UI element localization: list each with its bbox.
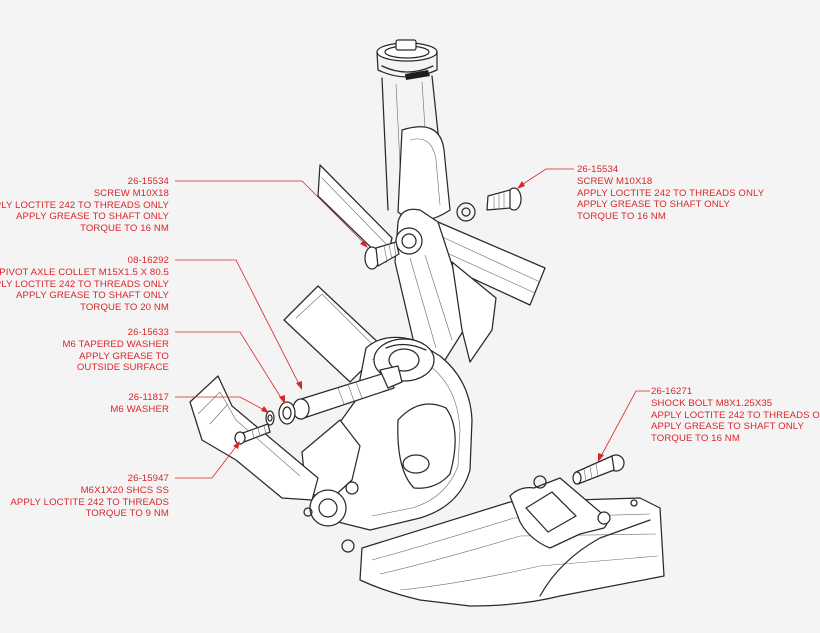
leader-lines	[175, 168, 650, 479]
instruction: APPLY GREASE TO SHAFT ONLY	[577, 199, 730, 211]
shcs-part	[234, 423, 271, 445]
callout-tapered-washer: 26-15633 M6 TAPERED WASHER APPLY GREASE …	[62, 327, 169, 374]
arrow-tapered-washer	[279, 395, 285, 404]
part-number: 26-11817	[128, 392, 169, 403]
callout-shcs: 26-15947 M6X1X20 SHCS SS APPLY LOCTITE 2…	[10, 473, 169, 520]
torque-spec: TORQUE TO 16 NM	[80, 223, 169, 235]
leader-shock-bolt	[599, 390, 650, 459]
part-description: M6 WASHER	[110, 403, 169, 415]
torque-spec: TORQUE TO 16 NM	[651, 433, 740, 445]
instruction: APPLY LOCTITE 242 TO THREADS ONLY	[651, 409, 820, 421]
leader-tapered-washer	[175, 331, 284, 402]
part-description: SCREW M10X18	[93, 187, 169, 199]
callout-screw-top-left: 26-15534 SCREW M10X18 APPLY LOCTITE 242 …	[0, 176, 169, 235]
instruction: APPLY GREASE TO SHAFT ONLY	[651, 421, 804, 433]
part-number: 26-15534	[577, 164, 619, 175]
part-number: 26-15534	[127, 176, 169, 187]
part-number: 26-16271	[651, 386, 693, 397]
part-number: 08-16292	[127, 255, 169, 266]
arrow-screw-top-left	[360, 240, 368, 248]
screw-m10x18-right-part	[486, 187, 522, 211]
callout-screw-top-right: 26-15534 SCREW M10X18 APPLY LOCTITE 242 …	[577, 164, 764, 223]
part-description: M6X1X20 SHCS SS	[80, 484, 169, 496]
instruction: APPLY LOCTITE 242 TO THREADS ONLY	[0, 199, 169, 211]
frame-linework	[189, 39, 665, 607]
leader-shcs	[175, 443, 239, 479]
instruction: APPLY LOCTITE 242 TO THREADS ONLY	[577, 187, 765, 199]
part-number: 26-15947	[127, 473, 169, 484]
torque-spec: TORQUE TO 9 NM	[85, 508, 169, 520]
screw-m10x18-left-part	[364, 241, 400, 270]
instruction: APPLY GREASE TO	[79, 350, 169, 362]
part-description: PIVOT AXLE COLLET M15X1.5 X 80.5	[0, 266, 169, 278]
part-description: SHOCK BOLT M8X1.25X35	[651, 397, 773, 409]
callout-shock-bolt: 26-16271 SHOCK BOLT M8X1.25X35 APPLY LOC…	[651, 386, 820, 445]
m6-washer-part	[265, 410, 275, 426]
instruction: APPLY GREASE TO SHAFT ONLY	[16, 290, 169, 302]
torque-spec: TORQUE TO 16 NM	[577, 211, 666, 223]
arrow-shcs	[233, 441, 240, 449]
arrow-screw-top-right	[517, 181, 525, 189]
arrow-m6-washer	[261, 406, 269, 413]
seat-collar	[376, 39, 438, 80]
arrow-shock-bolt	[598, 453, 604, 462]
leader-pivot-axle	[175, 259, 301, 387]
leader-screw-top-right	[519, 168, 574, 187]
callout-m6-washer: 26-11817 M6 WASHER	[110, 392, 169, 416]
part-description: SCREW M10X18	[577, 175, 653, 187]
part-number: 26-15633	[127, 327, 169, 338]
shock-bolt-part	[572, 454, 625, 485]
part-description: M6 TAPERED WASHER	[62, 338, 169, 350]
torque-spec: TORQUE TO 20 NM	[80, 302, 169, 314]
callout-pivot-axle: 08-16292 PIVOT AXLE COLLET M15X1.5 X 80.…	[0, 255, 169, 314]
tapered-washer-part	[278, 401, 296, 425]
instruction: APPLY LOCTITE 242 TO THREADS ONLY	[0, 278, 169, 290]
instruction: APPLY GREASE TO SHAFT ONLY	[16, 211, 169, 223]
instruction: OUTSIDE SURFACE	[76, 362, 169, 374]
leader-m6-washer	[175, 396, 267, 412]
instruction: APPLY LOCTITE 242 TO THREADS	[10, 496, 169, 508]
leader-screw-top-left	[175, 180, 367, 246]
arrow-pivot-axle	[296, 381, 302, 390]
hardware-parts	[234, 187, 625, 485]
